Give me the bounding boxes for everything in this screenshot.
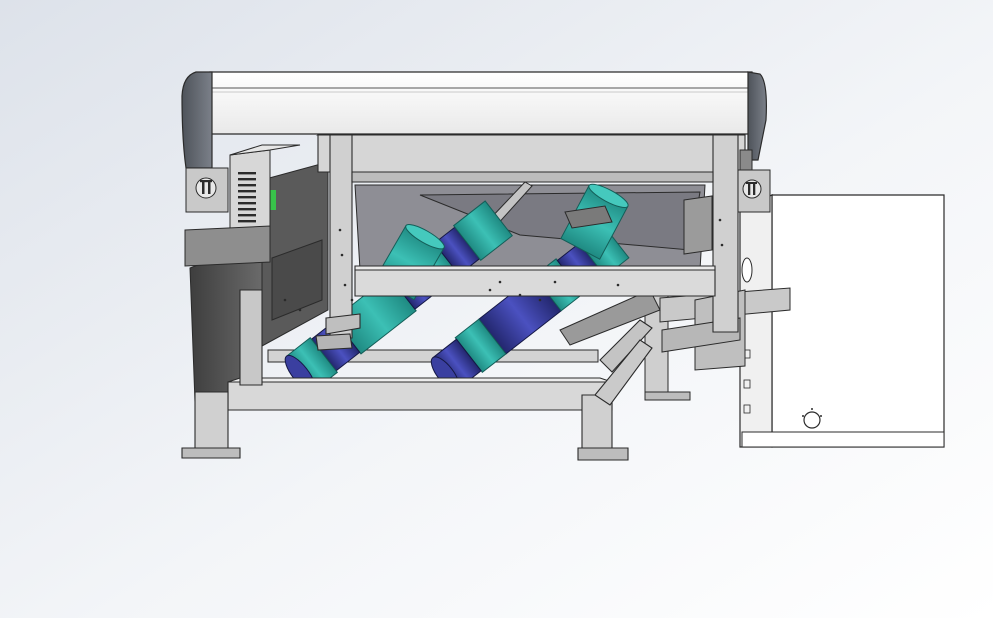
round-port-icon — [802, 408, 822, 429]
connector-port-icon — [195, 177, 217, 199]
top-cover — [181, 71, 767, 169]
electrical-cabinet — [739, 194, 945, 448]
left-nameplate — [185, 167, 229, 213]
connector-port-icon — [742, 179, 762, 199]
vent-slots — [238, 172, 256, 223]
right-nameplate — [737, 169, 771, 213]
right-rail — [683, 149, 753, 255]
indicator-light — [270, 190, 276, 210]
main-frame — [181, 127, 746, 461]
left-control-box — [184, 144, 301, 267]
